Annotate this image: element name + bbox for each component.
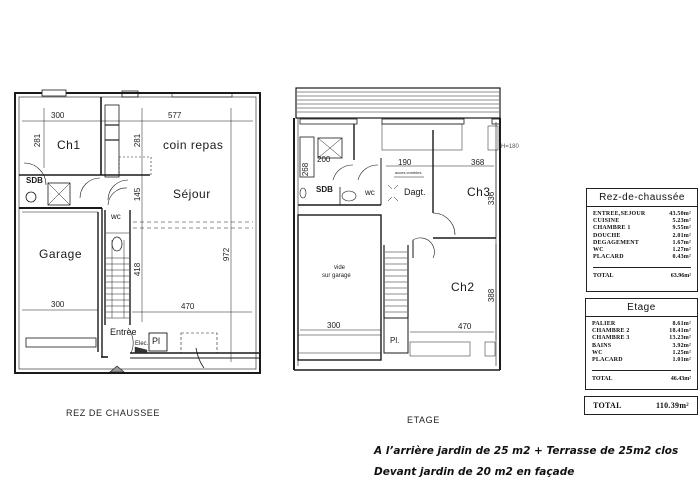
dim-sejour-front: 470 [181, 302, 195, 311]
grand-total-box: TOTAL 110.39m² [584, 396, 698, 415]
placard-upper-label: Pl. [390, 336, 400, 345]
dim-kitchen-depth: 281 [133, 133, 143, 148]
dim-bath-depth: 268 [301, 162, 311, 177]
dim-ch3-depth: 336 [487, 191, 497, 206]
table-title-upper: Etage [586, 299, 697, 317]
room-coin-repas: coin repas [163, 138, 224, 152]
room-degagement: Dagt. [404, 187, 426, 197]
dim-ch1-width: 300 [51, 111, 65, 120]
note-line-1: A l’arrière jardin de 25 m2 + Terrasse d… [374, 445, 679, 457]
room-wc: wc [111, 212, 121, 221]
grand-total-value: 110.39m² [655, 401, 689, 410]
dim-ch2-depth: 388 [487, 288, 497, 303]
dim-depth-total: 972 [222, 247, 232, 262]
dim-ch1-depth: 281 [33, 133, 43, 148]
dim-ch2-width: 470 [458, 322, 472, 331]
acces-combles-label: acces combles [395, 170, 422, 175]
room-sdb-upper: SDB [316, 185, 333, 194]
room-ch1: Ch1 [57, 138, 81, 152]
dim-void-width: 300 [327, 321, 341, 330]
grand-total-label: TOTAL [593, 401, 622, 410]
room-garage: Garage [39, 247, 83, 261]
room-sdb: SDB [26, 176, 43, 185]
note-line-2: Devant jardin de 20 m2 en façade [374, 466, 575, 478]
dim-sejour-width: 577 [168, 111, 182, 120]
dim-ch3-width: 368 [471, 158, 485, 167]
height-label: H=180 [501, 144, 519, 150]
elec-label: Elec. [135, 341, 149, 347]
room-ch3: Ch3 [467, 185, 491, 199]
void-label-2: sur garage [322, 273, 351, 279]
caption-upper-floor: ETAGE [407, 415, 440, 425]
room-ch2: Ch2 [451, 280, 475, 294]
table-title-ground: Rez-de-chaussée [587, 189, 697, 207]
void-label-1: vide [334, 265, 346, 271]
dim-hall: 145 [133, 187, 143, 202]
room-wc-upper: wc [365, 188, 375, 197]
placard-label: Pl [152, 336, 161, 346]
dim-bath-width: 200 [317, 155, 331, 164]
dim-stairs: 418 [133, 262, 143, 277]
room-sejour: Séjour [173, 187, 211, 201]
room-entree: Entree [110, 327, 137, 337]
dim-garage-width: 300 [51, 300, 65, 309]
caption-ground-floor: REZ DE CHAUSSEE [66, 408, 161, 418]
dim-dgt-width: 190 [398, 158, 412, 167]
